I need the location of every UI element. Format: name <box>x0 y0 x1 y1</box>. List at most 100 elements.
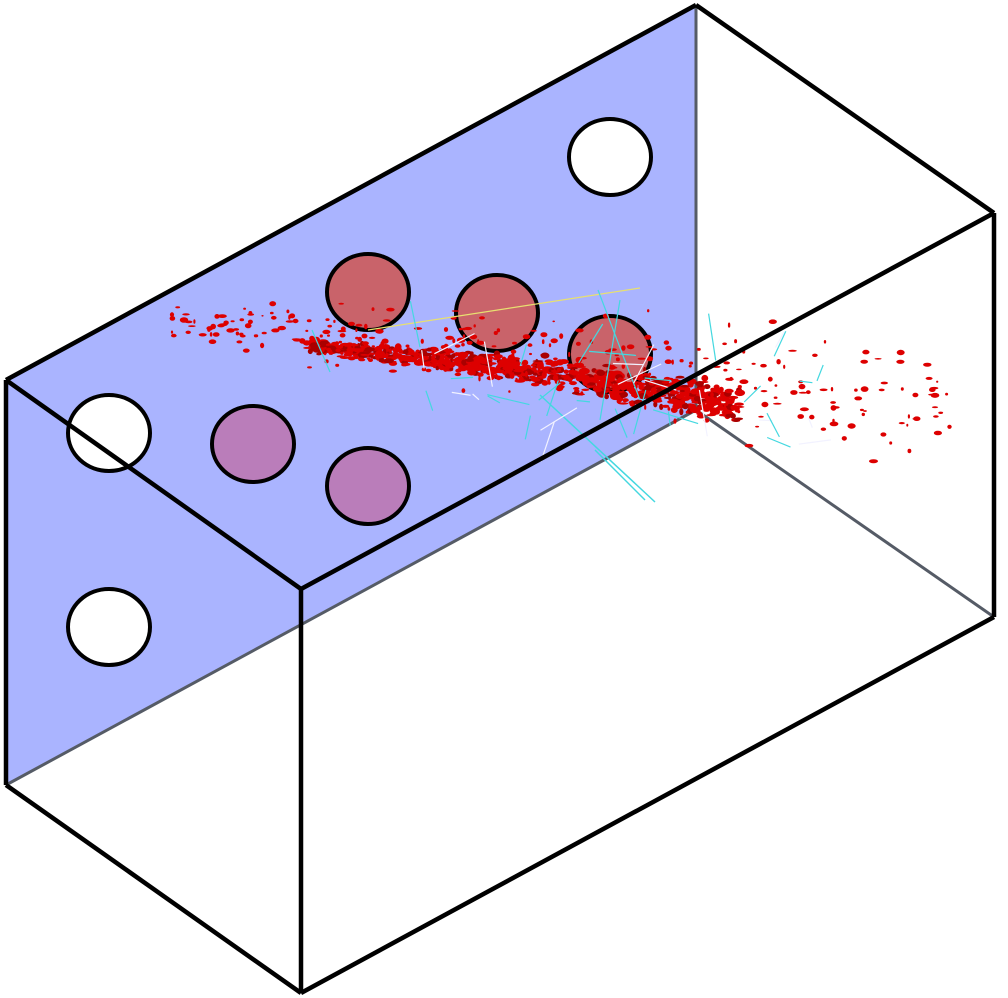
debris-particle <box>638 393 648 400</box>
debris-particle <box>608 348 617 351</box>
debris-particle <box>665 345 672 351</box>
trace-fragment <box>614 408 628 438</box>
debris-particle <box>947 424 952 429</box>
debris-particle <box>552 374 559 382</box>
debris-particle <box>863 410 867 412</box>
debris-particle <box>674 400 684 406</box>
debris-particle <box>718 386 724 393</box>
debris-particle <box>466 340 473 345</box>
debris-particle <box>453 358 464 363</box>
debris-particle <box>647 309 650 313</box>
debris-particle <box>889 441 893 445</box>
debris-particle <box>571 391 580 395</box>
debris-particle <box>613 390 625 394</box>
hidden-edge-back-bottom <box>5 408 697 787</box>
debris-particle <box>364 347 375 352</box>
debris-particle <box>896 349 905 356</box>
hole-left-upper <box>66 393 152 473</box>
debris-particle <box>758 415 764 418</box>
debris-particle <box>242 348 250 353</box>
hole-pink-left <box>210 404 296 484</box>
debris-particle <box>733 405 745 408</box>
debris-particle <box>930 392 940 398</box>
debris-particle <box>170 330 174 334</box>
debris-particle <box>206 326 214 331</box>
debris-particle <box>697 398 702 406</box>
debris-particle <box>355 323 363 327</box>
debris-particle <box>638 383 644 390</box>
debris-particle <box>464 358 474 362</box>
debris-particle <box>626 344 635 350</box>
debris-particle <box>896 359 905 364</box>
debris-particle <box>539 364 544 367</box>
debris-particle <box>823 340 827 344</box>
debris-particle <box>644 404 647 410</box>
debris-particle <box>735 410 740 413</box>
debris-particle <box>540 352 550 359</box>
trace-fragment <box>633 389 647 435</box>
debris-particle <box>547 376 551 383</box>
trace-fragment <box>617 363 662 385</box>
debris-particle <box>530 382 540 387</box>
debris-particle <box>945 392 949 396</box>
debris-particle <box>355 328 358 333</box>
debris-particle <box>621 345 626 351</box>
trace-fragment <box>519 344 528 366</box>
debris-particle <box>570 367 578 370</box>
debris-particle <box>653 401 658 408</box>
debris-particle <box>368 336 376 339</box>
debris-particle <box>830 387 834 392</box>
trace-fragment <box>766 436 791 448</box>
debris-particle <box>503 360 507 364</box>
debris-particle <box>375 352 383 356</box>
debris-particle <box>461 359 467 365</box>
debris-particle <box>874 358 882 360</box>
debris-particle <box>925 376 933 380</box>
debris-particle <box>509 359 516 363</box>
debris-particle <box>437 364 443 367</box>
debris-particle <box>366 357 371 360</box>
debris-particle <box>547 381 551 385</box>
debris-particle <box>938 411 944 414</box>
debris-particle <box>682 392 690 397</box>
debris-particle <box>382 319 391 322</box>
debris-particle <box>188 325 196 327</box>
edge-top-back <box>4 3 698 382</box>
trace-fragment <box>524 415 531 440</box>
debris-particle <box>212 332 220 337</box>
debris-particle <box>463 352 469 356</box>
debris-particle <box>209 332 213 337</box>
debris-particle <box>496 328 501 333</box>
debris-particle <box>413 327 423 330</box>
debris-particle <box>861 412 865 417</box>
debris-particle <box>462 334 466 339</box>
debris-particle <box>402 349 409 355</box>
debris-particle <box>682 402 689 410</box>
debris-particle <box>751 362 756 365</box>
debris-particle <box>880 381 888 385</box>
debris-particle <box>359 349 364 352</box>
debris-particle <box>441 358 451 366</box>
debris-particle <box>619 385 628 391</box>
debris-particle <box>335 363 340 367</box>
debris-particle <box>545 362 557 366</box>
debris-particle <box>923 362 932 367</box>
trace-fragment <box>798 439 831 445</box>
debris-particle <box>243 307 247 310</box>
debris-particle <box>383 358 395 364</box>
debris-particle <box>344 343 349 347</box>
debris-particle <box>737 385 742 389</box>
debris-particle <box>454 344 461 348</box>
hole-red-1 <box>325 252 411 332</box>
debris-particle <box>820 427 827 431</box>
debris-particle <box>744 443 754 448</box>
debris-particle <box>261 315 264 317</box>
debris-particle <box>375 328 384 334</box>
debris-particle <box>478 376 481 382</box>
debris-particle <box>608 364 616 370</box>
debris-particle <box>581 388 590 391</box>
trace-fragment <box>450 376 474 380</box>
trace-cyan <box>599 299 621 421</box>
debris-particle <box>285 320 295 323</box>
debris-particle <box>473 324 476 328</box>
